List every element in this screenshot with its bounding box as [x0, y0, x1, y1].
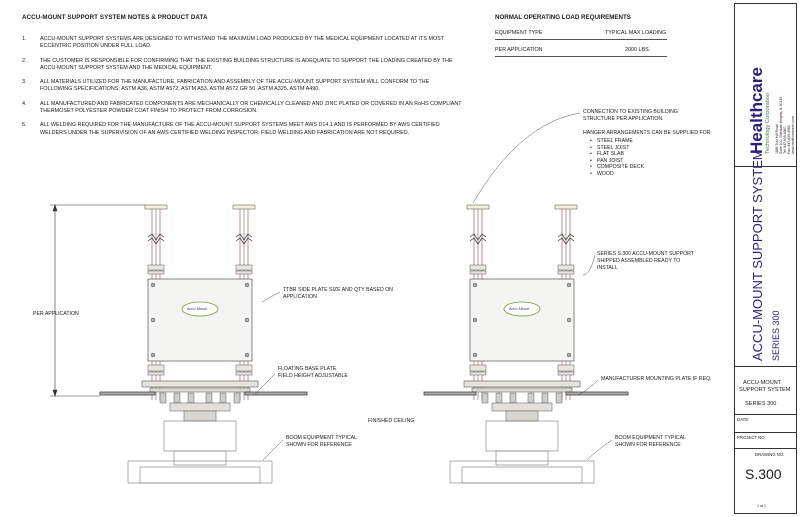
note-1: 1. ACCU-MOUNT SUPPORT SYSTEMS ARE DESIGNE… — [22, 36, 462, 50]
table-rule — [495, 39, 667, 40]
note-number: 4. — [22, 100, 27, 107]
drawing-number-label: DRAWING NO: — [755, 452, 785, 457]
project-label: PROJECT NO: — [737, 435, 766, 440]
note-number: 1. — [22, 36, 27, 42]
notes-list: 1. ACCU-MOUNT SUPPORT SYSTEMS ARE DESIGNE… — [22, 36, 462, 144]
subtitle-series: SERIES 300 — [745, 401, 777, 407]
drawing-number-cell: DRAWING NO: S.300 1 of 1 — [735, 448, 796, 514]
company-subname: Technology Corporation — [765, 92, 771, 154]
row-value: 2000 LBS. — [625, 47, 651, 53]
mfr-plate-note: MANUFACTURER MOUNTING PLATE IF REQ. — [601, 376, 712, 382]
note-text: ACCU-MOUNT SUPPORT SYSTEMS ARE DESIGNED … — [40, 36, 444, 50]
dimension-label: PER APPLICATION — [33, 311, 79, 317]
subtitle-1: ACCU-MOUNT — [743, 380, 782, 386]
load-table-row: PER APPLICATION 2000 LBS. — [495, 47, 670, 64]
address-line: www.healthcaretech.com — [791, 116, 795, 154]
title-block: Healthcare Technology Corporation 1885 T… — [734, 3, 797, 514]
notes-title: ACCU-MOUNT SUPPORT SYSTEM NOTES & PRODUC… — [22, 14, 208, 21]
row-label: PER APPLICATION — [495, 47, 543, 53]
drawing-title: ACCU-MOUNT SUPPORT SYSTEM — [750, 149, 765, 361]
side-plate-note: TTBR SIDE PLATE SIZE AND QTY BASED ON AP… — [283, 287, 393, 300]
date-label: DATE: — [737, 417, 750, 422]
subtitle-2: SUPPORT SYSTEM — [739, 387, 791, 393]
boom-note-left-1: BOOM EQUIPMENT TYPICAL — [286, 435, 358, 441]
hanger-item: PAN JOIST — [590, 158, 644, 165]
left-assembly — [127, 204, 273, 484]
subtitle-cell: ACCU-MOUNT SUPPORT SYSTEM SERIES 300 — [735, 366, 796, 415]
finished-ceiling-label: FINISHED CEILING — [368, 418, 415, 424]
connection-note-2: STRUCTURE PER APPLICATION. — [583, 116, 664, 122]
hanger-item: COMPOSITE DECK — [590, 164, 644, 171]
note-text: ALL MANUFACTURED AND FABRICATED COMPONEN… — [40, 100, 462, 114]
base-plate-note-1: FLOATING BASE PLATE — [278, 366, 337, 372]
load-table: EQUIPMENT TYPE TYPICAL MAX LOADING PER A… — [495, 30, 670, 64]
series-note-1: SERIES S.300 ACCU-MOUNT SUPPORT — [597, 251, 694, 257]
note-5: 5. ALL WELDING REQUIRED FOR THE MANUFACTU… — [22, 122, 462, 136]
right-assembly — [449, 204, 595, 484]
series-note-2: SHIPPED ASSEMBLED READY TO — [597, 258, 681, 264]
base-plate-note-2: FIELD HEIGHT ADJUSTABLE — [278, 373, 348, 379]
boom-note-left-2: SHOWN FOR REFERENCE — [286, 442, 352, 448]
note-text: THE CUSTOMER IS RESPONSIBLE FOR CONFIRMI… — [40, 57, 453, 71]
boom-note-right-1: BOOM EQUIPMENT TYPICAL — [615, 435, 687, 441]
note-number: 3. — [22, 79, 27, 86]
hanger-item: STEEL FRAME — [590, 138, 644, 145]
right-plate-logo: Accu-Mount — [509, 307, 530, 311]
load-table-header: EQUIPMENT TYPE TYPICAL MAX LOADING — [495, 30, 670, 47]
company-logo-cell: Healthcare Technology Corporation 1885 T… — [735, 4, 796, 167]
hanger-intro: HANGER ARRANGEMENTS CAN BE SUPPLIED FOR: — [583, 130, 712, 136]
left-plate-logo: Accu-Mount — [187, 307, 208, 311]
connection-note-1: CONNECTION TO EXISTING BUILDING — [583, 109, 678, 115]
col-equipment-type: EQUIPMENT TYPE — [495, 30, 543, 36]
project-cell: PROJECT NO: — [735, 432, 796, 449]
note-text: ALL WELDING REQUIRED FOR THE MANUFACTURE… — [40, 122, 440, 136]
boom-note-right-2: SHOWN FOR REFERENCE — [615, 442, 681, 448]
table-rule — [495, 56, 667, 57]
load-requirements-title: NORMAL OPERATING LOAD REQUIREMENTS — [495, 14, 631, 21]
note-text: ALL MATERIALS UTILIZED FOR THE MANUFACTU… — [40, 79, 430, 93]
series-note-3: INSTALL — [597, 265, 618, 271]
drawing-series: SERIES 300 — [771, 310, 781, 361]
date-cell: DATE: — [735, 414, 796, 433]
page-number: 1 of 1 — [757, 504, 766, 508]
note-number: 2. — [22, 57, 27, 64]
note-3: 3. ALL MATERIALS UTILIZED FOR THE MANUFAC… — [22, 79, 462, 93]
note-number: 5. — [22, 122, 27, 129]
hanger-list: STEEL FRAME STEEL JOIST FLAT SLAB PAN JO… — [583, 138, 644, 178]
hanger-item: FLAT SLAB — [590, 151, 644, 158]
drawing-title-cell: ACCU-MOUNT SUPPORT SYSTEM SERIES 300 — [735, 149, 796, 367]
company-name: Healthcare — [747, 67, 766, 154]
note-2: 2. THE CUSTOMER IS RESPONSIBLE FOR CONFIR… — [22, 58, 462, 72]
hanger-item: STEEL JOIST — [590, 145, 644, 152]
hanger-item: WOOD — [590, 171, 644, 178]
drawing-number: S.300 — [745, 466, 782, 482]
col-typical-max-loading: TYPICAL MAX LOADING — [605, 30, 667, 36]
note-4: 4. ALL MANUFACTURED AND FABRICATED COMPON… — [22, 101, 462, 115]
